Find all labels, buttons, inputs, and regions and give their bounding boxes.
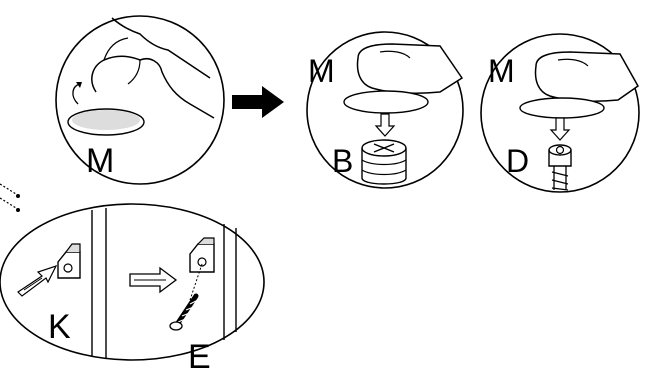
pad-M-2 — [519, 97, 605, 119]
label-E: E — [188, 338, 211, 372]
board-right — [223, 224, 237, 340]
board-left — [91, 208, 107, 358]
bracket-K-top — [65, 243, 81, 253]
dowel-thread — [551, 166, 569, 191]
cam-lock-body — [361, 148, 407, 185]
pad-M — [343, 90, 429, 114]
screw-hint-icons — [0, 183, 20, 212]
hand-thumb — [103, 37, 129, 61]
peel-arrow-head — [76, 82, 82, 88]
adhesive-pad-texture — [72, 110, 140, 130]
insert-arrow-icon — [17, 264, 58, 297]
panel-bracket-install: K E — [0, 203, 265, 372]
hand-outline — [111, 17, 211, 79]
dowel-neck — [548, 150, 572, 167]
bracket-installed-hole — [197, 257, 207, 267]
panel-1-circle — [55, 15, 225, 185]
panel-press-on-d: M D — [480, 33, 640, 193]
fingernail — [379, 50, 411, 59]
transition-arrow-icon — [129, 266, 178, 294]
bracket-K-hole — [63, 263, 73, 273]
down-arrow-icon-2 — [549, 117, 571, 141]
label-M-panel-3: M — [488, 53, 515, 89]
down-arrow-icon — [374, 113, 396, 137]
label-M-panel-2: M — [308, 53, 335, 89]
hex-socket-icon — [555, 145, 565, 155]
hand-knuckle — [127, 59, 141, 85]
panel-peel-pad: M — [55, 15, 225, 185]
cross-mark-icon — [373, 143, 395, 153]
label-D: D — [506, 143, 529, 179]
step-arrow-icon — [232, 86, 284, 118]
bracket-installed-top — [197, 237, 215, 245]
hand-fingers — [91, 55, 215, 119]
label-M-panel-1: M — [86, 142, 114, 180]
panel-press-on-b: M B — [306, 31, 464, 189]
cam-lock-grooves — [361, 159, 407, 176]
label-K: K — [48, 308, 71, 346]
finger-outline — [356, 43, 464, 94]
label-B: B — [332, 143, 353, 179]
screw-E — [169, 293, 199, 331]
finger-outline-2 — [534, 51, 639, 102]
fingernail-2 — [557, 58, 589, 67]
